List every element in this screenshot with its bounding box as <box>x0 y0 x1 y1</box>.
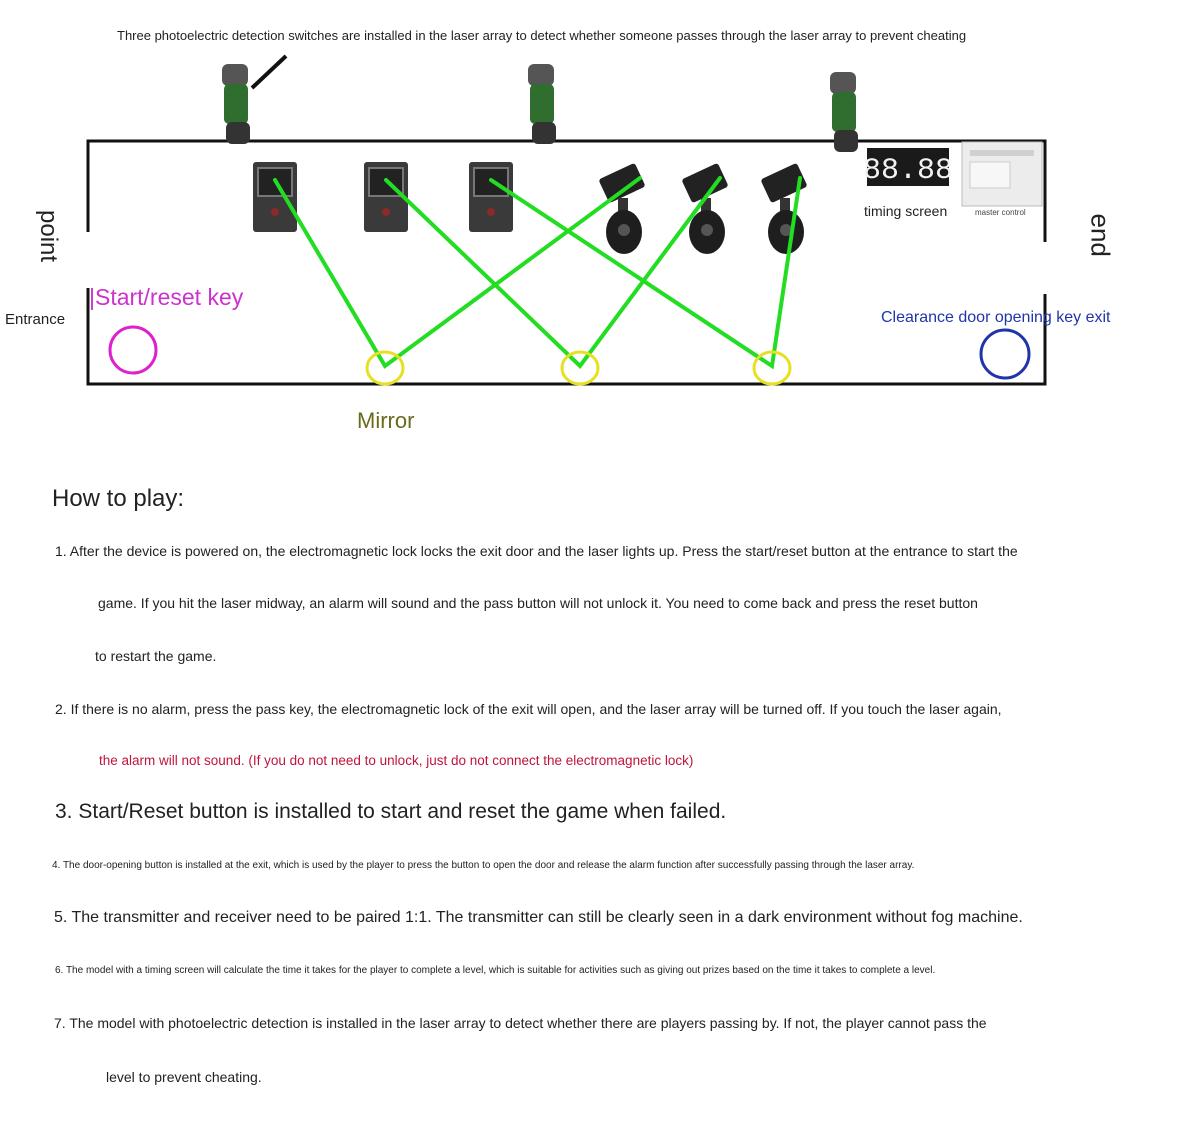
photoelectric-sensor-3 <box>830 72 858 152</box>
instruction-1-line-1: 1. After the device is powered on, the e… <box>55 543 1018 559</box>
instruction-7-line-2: level to prevent cheating. <box>106 1069 262 1085</box>
laser-beam-1 <box>273 176 642 369</box>
clearance-door-label: Clearance door opening key exit <box>881 309 1111 326</box>
entrance-label: Entrance <box>5 311 66 328</box>
laser-maze-diagram: 88.88 <box>86 54 1047 386</box>
photoelectric-sensor-1 <box>222 64 250 144</box>
laser-transmitter-1 <box>599 163 645 254</box>
laser-transmitter-2 <box>682 163 728 254</box>
mirror-label: Mirror <box>357 408 415 433</box>
start-reset-key-label: |Start/reset key <box>89 284 244 310</box>
timing-screen: 88.88 <box>863 148 953 188</box>
exit-key-ring <box>979 328 1031 380</box>
instruction-1-line-3: to restart the game. <box>95 648 217 664</box>
instruction-1-line-2: game. If you hit the laser midway, an al… <box>98 595 978 611</box>
start-point-label: point <box>35 210 62 263</box>
instruction-5: 5. The transmitter and receiver need to … <box>54 909 1023 926</box>
laser-receiver-1 <box>253 162 297 232</box>
mirror-2 <box>560 350 600 386</box>
instruction-4: 4. The door-opening button is installed … <box>52 860 915 871</box>
instruction-3: 3. Start/Reset button is installed to st… <box>55 800 727 823</box>
timer-digits: 88.88 <box>863 154 953 188</box>
start-reset-key-ring <box>108 325 158 375</box>
room-frame <box>86 139 1047 386</box>
how-to-play-title: How to play: <box>52 485 185 512</box>
instruction-7-line-1: 7. The model with photoelectric detectio… <box>54 1015 987 1031</box>
laser-beam-2 <box>384 176 722 370</box>
laser-beam-3 <box>489 176 802 370</box>
laser-receiver-3 <box>469 162 513 232</box>
end-label: end <box>1085 213 1116 257</box>
instruction-6: 6. The model with a timing screen will c… <box>55 965 936 976</box>
master-control-box <box>961 141 1043 207</box>
instruction-2-line-2: the alarm will not sound. (If you do not… <box>99 753 694 768</box>
master-control-label: master control <box>975 208 1026 217</box>
mirrors <box>365 350 792 386</box>
sensor-mount-arm <box>250 54 288 90</box>
photoelectric-sensor-2 <box>528 64 556 144</box>
laser-beams <box>273 176 802 370</box>
mirror-3 <box>752 350 792 386</box>
diagram-caption: Three photoelectric detection switches a… <box>117 28 967 43</box>
instruction-2-line-1: 2. If there is no alarm, press the pass … <box>55 701 1002 717</box>
mirror-1 <box>365 350 405 386</box>
timing-screen-label: timing screen <box>864 203 948 219</box>
